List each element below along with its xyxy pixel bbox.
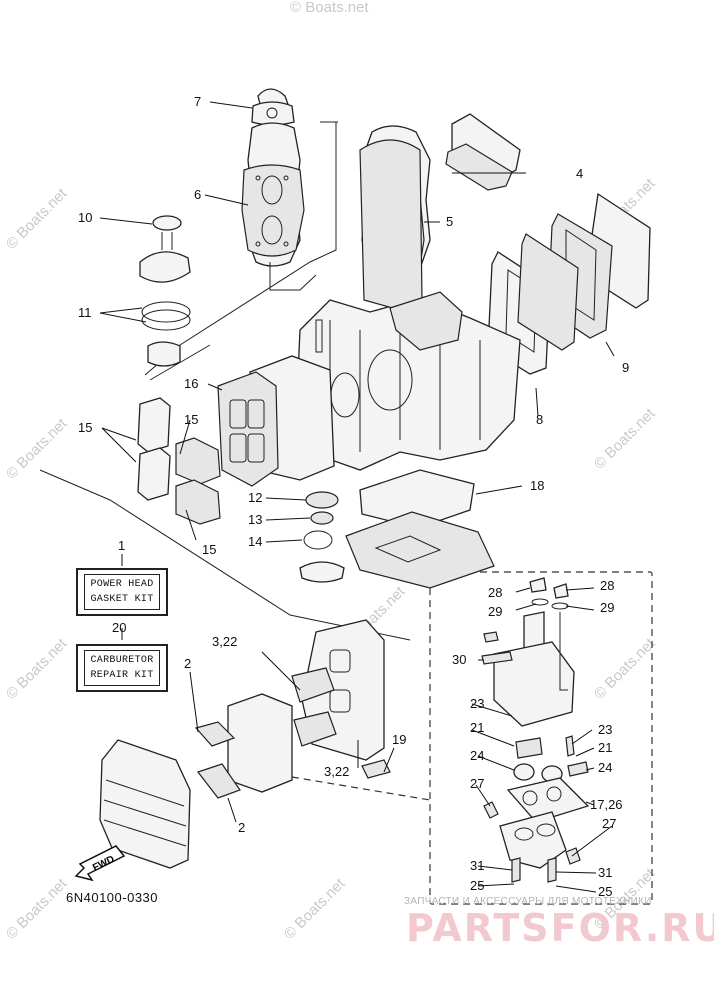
callout-23-right: 23 [598, 722, 612, 737]
callout-3-22-lower: 3,22 [324, 764, 349, 779]
kit-label-line2: GASKET KIT [90, 594, 154, 605]
watermark: © Boats.net [3, 415, 71, 483]
callout-30: 30 [452, 652, 466, 667]
carburetor-repair-kit-box: CARBURETOR REPAIR KIT [76, 644, 168, 692]
callout-23-left: 23 [470, 696, 484, 711]
watermark: © Boats.net [290, 0, 369, 16]
callout-18: 18 [530, 478, 544, 493]
carb-kit-parts [481, 577, 590, 883]
callout-15-mid: 15 [184, 412, 198, 427]
carburetor-kit-frame [429, 571, 653, 905]
part-10-oil-seal-housing [139, 215, 191, 283]
watermark: © Boats.net [591, 635, 659, 703]
callout-5: 5 [446, 214, 453, 229]
callout-9: 9 [622, 360, 629, 375]
callout-2-upper: 2 [184, 656, 191, 671]
kit-number-power-head: 1 [118, 538, 125, 553]
kit-label-line2: REPAIR KIT [90, 670, 154, 681]
part-7-gasket [251, 88, 295, 126]
watermark: © Boats.net [281, 875, 349, 943]
callout-21-left: 21 [470, 720, 484, 735]
kit-number-carburetor: 20 [112, 620, 126, 635]
callout-27-left: 27 [470, 776, 484, 791]
engine-block [295, 139, 521, 471]
callout-12: 12 [248, 490, 262, 505]
callout-19: 19 [392, 732, 406, 747]
callout-31-right: 31 [598, 865, 612, 880]
callout-6: 6 [194, 187, 201, 202]
callout-15-left: 15 [78, 420, 92, 435]
leader-lines [99, 101, 615, 893]
callout-24-left: 24 [470, 748, 484, 763]
part-11-o-rings [141, 301, 191, 367]
callout-7: 7 [194, 94, 201, 109]
intake-manifold [194, 693, 293, 799]
watermark: © Boats.net [591, 405, 659, 473]
part-15-reed-valves [137, 397, 221, 525]
forward-arrow-icon: FWD [74, 845, 126, 882]
callout-21-right: 21 [598, 740, 612, 755]
callout-labels: 7 6 10 11 5 4 9 8 16 15 15 15 12 13 14 1… [78, 94, 629, 899]
callout-24-right: 24 [598, 760, 612, 775]
callout-3-22-upper: 3,22 [212, 634, 237, 649]
part-4-cover-gasket [445, 113, 521, 191]
part-12-oil-seal [305, 491, 339, 509]
callout-11: 11 [78, 305, 92, 320]
power-head-gasket-kit-box: POWER HEAD GASKET KIT [76, 568, 168, 616]
callout-15-lower: 15 [202, 542, 216, 557]
callout-27-right: 27 [602, 816, 616, 831]
callout-14: 14 [248, 534, 262, 549]
watermark: © Boats.net [3, 185, 71, 253]
callout-17-26: 17,26 [590, 797, 623, 812]
callout-25-right: 25 [598, 884, 612, 899]
callout-16: 16 [184, 376, 198, 391]
part-13-bearing [310, 511, 334, 525]
carburetor-body [291, 619, 391, 779]
callout-10: 10 [78, 210, 92, 225]
shop-tagline: ЗАПЧАСТИ И АКСЕССУАРЫ ДЛЯ МОТОТЕХНИКИ [404, 896, 652, 907]
callout-29-right: 29 [600, 600, 614, 615]
callout-25-left: 25 [470, 878, 484, 893]
shop-logo: PARTSFOR.RU [406, 906, 714, 950]
callout-29-left: 29 [488, 604, 502, 619]
silencer-cover [99, 739, 191, 869]
callout-4: 4 [576, 166, 583, 181]
callout-2-lower: 2 [238, 820, 245, 835]
part-14-o-ring [299, 530, 345, 583]
diagram-code: 6N40100-0330 [66, 890, 159, 905]
watermark: © Boats.net [3, 635, 71, 703]
callout-13: 13 [248, 512, 262, 527]
kit-label-line1: CARBURETOR [90, 655, 154, 666]
part-16-crankcase [217, 319, 335, 487]
callout-28-left: 28 [488, 585, 502, 600]
part-6-exhaust-gasket [241, 122, 317, 291]
carburetor-kit-leader [279, 774, 431, 801]
watermark: © Boats.net [3, 875, 71, 943]
part-18-lower-gasket [345, 469, 495, 589]
callout-28-right: 28 [600, 578, 614, 593]
callout-8: 8 [536, 412, 543, 427]
callout-31-left: 31 [470, 858, 484, 873]
kit-label-line1: POWER HEAD [90, 579, 154, 590]
